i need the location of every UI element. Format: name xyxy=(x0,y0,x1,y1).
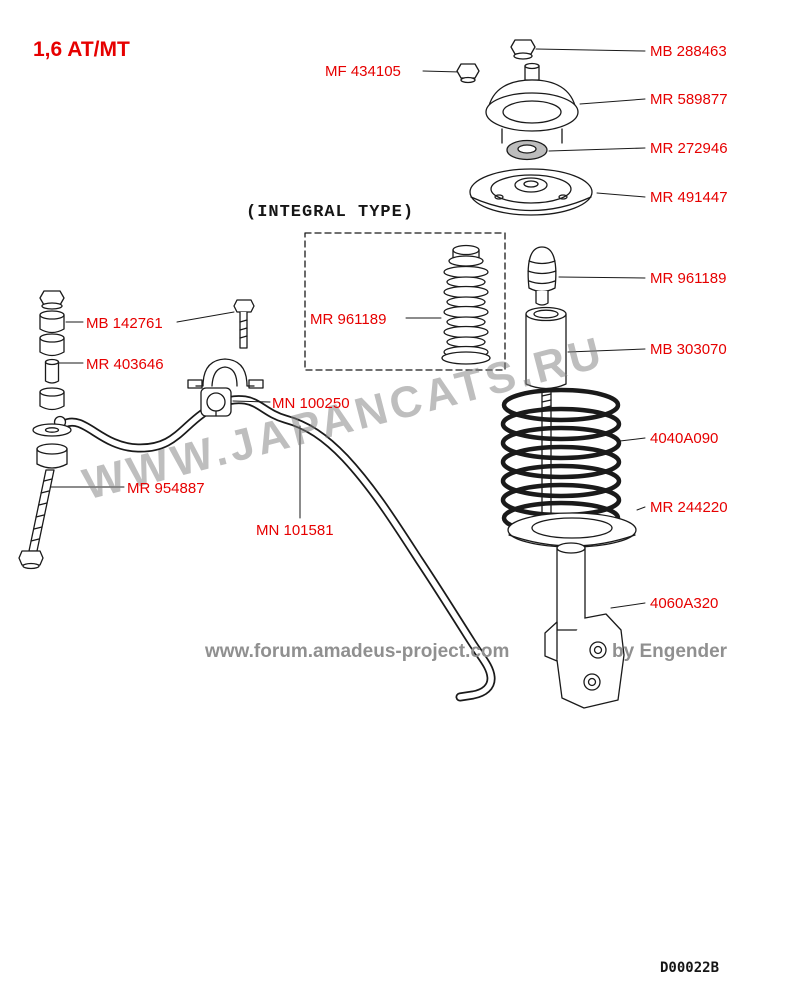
part-label-mr491447: MR 491447 xyxy=(650,189,728,206)
part-label-mr589877: MR 589877 xyxy=(650,91,728,108)
footer-site-text: www.forum.amadeus-project.com xyxy=(205,641,510,662)
bearing-drawing xyxy=(506,139,548,161)
part-label-mr272946: MR 272946 xyxy=(650,140,728,157)
part-label-mr961189-integral: MR 961189 xyxy=(310,311,387,328)
coil-spring-drawing xyxy=(500,387,622,536)
integral-type-label: (INTEGRAL TYPE) xyxy=(246,203,415,222)
strut-body-drawing xyxy=(544,542,625,709)
integral-type-box xyxy=(304,232,506,371)
part-label-mr961189-right: MR 961189 xyxy=(650,270,727,287)
stabilizer-bracket-drawing xyxy=(187,299,264,417)
footer-credit-text: by Engender xyxy=(612,641,728,662)
stabilizer-link-parts-drawing xyxy=(32,290,72,469)
integral-boot-drawing xyxy=(441,244,491,365)
strut-mount-drawing xyxy=(485,62,579,144)
lower-spring-seat-drawing xyxy=(507,512,637,548)
doc-code: D00022B xyxy=(660,960,720,976)
nut-mb288463-drawing xyxy=(510,39,536,60)
spring-seat-drawing xyxy=(469,168,593,216)
part-label-mf434105: MF 434105 xyxy=(325,63,401,80)
part-label-4040a090: 4040A090 xyxy=(650,430,719,447)
part-label-mn101581: MN 101581 xyxy=(256,522,334,539)
part-label-mr403646: MR 403646 xyxy=(86,356,164,373)
part-label-mb303070: MB 303070 xyxy=(650,341,727,358)
bump-stopper-drawing xyxy=(527,246,557,306)
part-label-mr244220: MR 244220 xyxy=(650,499,728,516)
part-label-4060a320: 4060A320 xyxy=(650,595,719,612)
page-title: 1,6 AT/MT xyxy=(33,38,130,61)
leader-lines xyxy=(49,48,646,609)
part-label-mb288463: MB 288463 xyxy=(650,43,727,60)
link-bolt-drawing xyxy=(18,469,55,570)
nut-mf434105-drawing xyxy=(456,63,480,84)
part-label-mn100250: MN 100250 xyxy=(272,395,350,412)
part-label-mr954887: MR 954887 xyxy=(127,480,205,497)
part-label-mb142761: MB 142761 xyxy=(86,315,163,332)
